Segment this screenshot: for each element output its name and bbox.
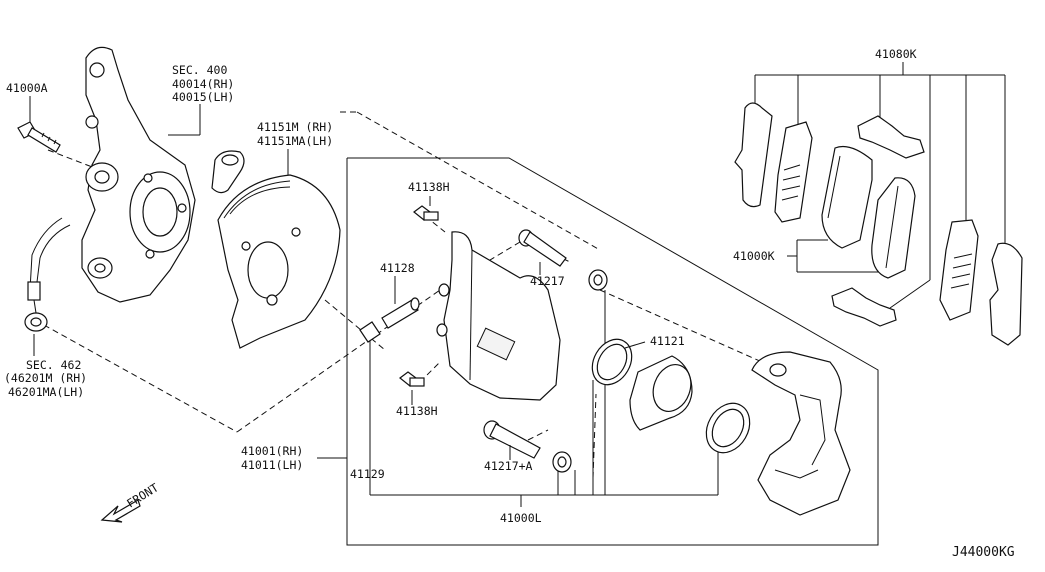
guide-pin-41217	[518, 229, 567, 267]
seal-kit-bracket	[369, 290, 719, 507]
front-arrow-icon	[100, 499, 141, 523]
label-41080K: 41080K	[875, 47, 917, 61]
label-46201MA: 46201MA(LH)	[8, 385, 84, 399]
pad-kit-bracket	[754, 62, 1006, 309]
label-41129: 41129	[350, 467, 385, 481]
bolt-41138H-lower	[399, 371, 425, 387]
shim-inner-2	[989, 242, 1023, 346]
label-41000L: 41000L	[500, 511, 542, 525]
label-41121: 41121	[650, 334, 685, 348]
label-sec462: SEC. 462	[26, 358, 81, 372]
bolt-41000A	[17, 121, 61, 153]
shim-inner-1	[939, 219, 979, 321]
dust-shield	[217, 174, 341, 349]
caliper-body	[436, 231, 561, 401]
piston-41121	[629, 355, 693, 431]
label-41217A: 41217+A	[484, 459, 533, 473]
label-41138H-upper: 41138H	[408, 180, 450, 194]
clip-upper	[857, 115, 925, 159]
brake-hose	[24, 217, 71, 332]
label-41000K: 41000K	[733, 249, 775, 263]
label-front: FRONT	[124, 480, 161, 510]
label-40015: 40015(LH)	[172, 90, 234, 104]
bolt-41138H-upper	[413, 205, 439, 221]
label-41000A: 41000A	[6, 81, 48, 95]
label-41151MA: 41151MA(LH)	[257, 134, 333, 148]
caliper-bracket	[751, 351, 851, 516]
label-41138H-lower: 41138H	[396, 404, 438, 418]
label-46201M: (46201M (RH)	[4, 371, 87, 385]
label-leaders	[29, 96, 646, 460]
shim-outer-1	[734, 102, 773, 208]
pad-outer	[871, 177, 916, 279]
label-41001: 41001(RH)	[241, 444, 303, 458]
steering-knuckle	[81, 46, 245, 303]
label-sec400: SEC. 400	[172, 63, 227, 77]
label-41128: 41128	[380, 261, 415, 275]
pin-boot-upper	[588, 269, 608, 291]
pad-inner	[821, 145, 873, 249]
shim-outer-2	[774, 121, 813, 223]
pads-bracket	[787, 239, 878, 273]
piston-seal	[591, 338, 633, 386]
pin-boot-lower	[552, 451, 572, 473]
guide-pin-41128	[359, 297, 420, 343]
label-40014: 40014(RH)	[172, 77, 234, 91]
label-41217: 41217	[530, 274, 565, 288]
diagram-code: J44000KG	[952, 545, 1015, 560]
guide-pin-41217A	[483, 420, 541, 459]
piston-boot	[705, 402, 751, 454]
clip-lower	[831, 287, 897, 327]
label-41011: 41011(LH)	[241, 458, 303, 472]
label-41151M: 41151M (RH)	[257, 120, 333, 134]
caliper-frame	[346, 157, 879, 546]
